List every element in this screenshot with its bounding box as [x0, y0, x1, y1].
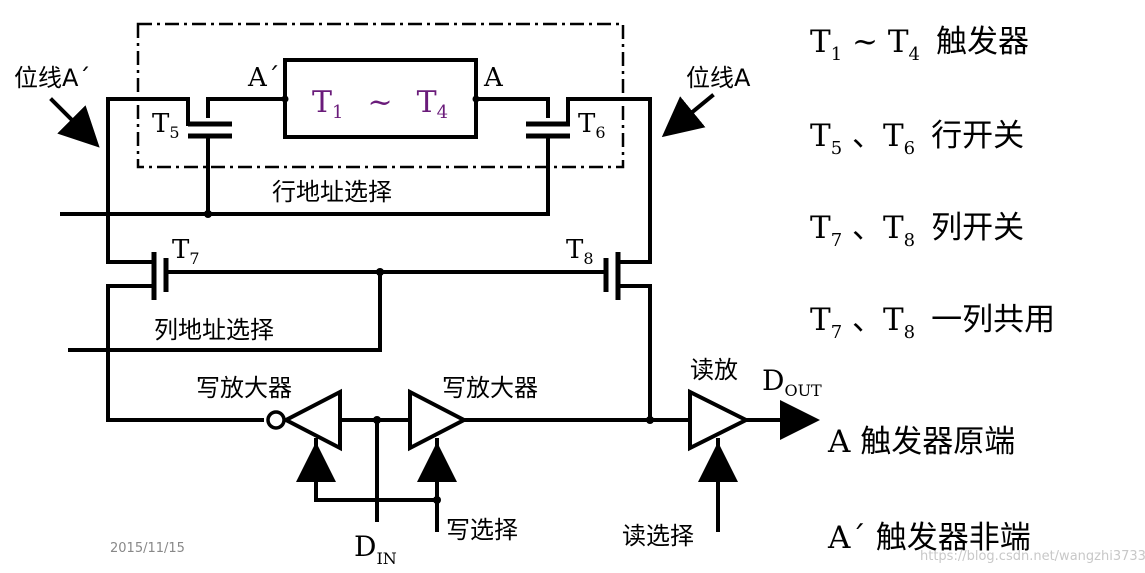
bitline-right-label: 位线A — [686, 64, 751, 92]
write-amp-right-symbol — [408, 388, 469, 452]
bitline-left-label: 位线A´ — [14, 64, 90, 92]
legend-line-5: A 触发器原端 — [827, 424, 1015, 460]
bitline-right-arrow — [661, 93, 715, 138]
node-a-prime-label: A´ — [247, 63, 280, 93]
t6-label: T6 — [578, 109, 606, 142]
legend-line-6: A´ 触发器非端 — [827, 520, 1031, 556]
t8-label: T8 — [566, 235, 594, 268]
write-amp-left-symbol — [281, 388, 342, 452]
write-select-label: 写选择 — [446, 516, 518, 544]
t5-label: T5 — [152, 109, 180, 142]
node-a-label: A — [483, 63, 504, 93]
write-amp-right-label: 写放大器 — [442, 374, 538, 402]
wiring — [60, 95, 820, 532]
dout-label: DOUT — [762, 364, 822, 400]
inverter-bubble — [266, 410, 286, 430]
row-select-label: 行地址选择 — [272, 178, 392, 206]
t7-label: T7 — [172, 235, 200, 268]
read-amp-symbol — [688, 388, 751, 452]
flipflop-label: T1~T4 — [312, 85, 448, 123]
read-amp-label: 读放 — [690, 356, 738, 384]
slide-date: 2015/11/15 — [110, 541, 185, 556]
write-amp-left-label: 写放大器 — [196, 374, 292, 402]
din-label: DIN — [354, 530, 397, 568]
col-select-label: 列地址选择 — [154, 316, 274, 344]
watermark: https://blog.csdn.net/wangzhi3733 — [920, 549, 1145, 564]
read-select-label: 读选择 — [622, 522, 694, 550]
cell-boundary — [136, 22, 625, 169]
bitline-left-arrow — [49, 97, 100, 148]
